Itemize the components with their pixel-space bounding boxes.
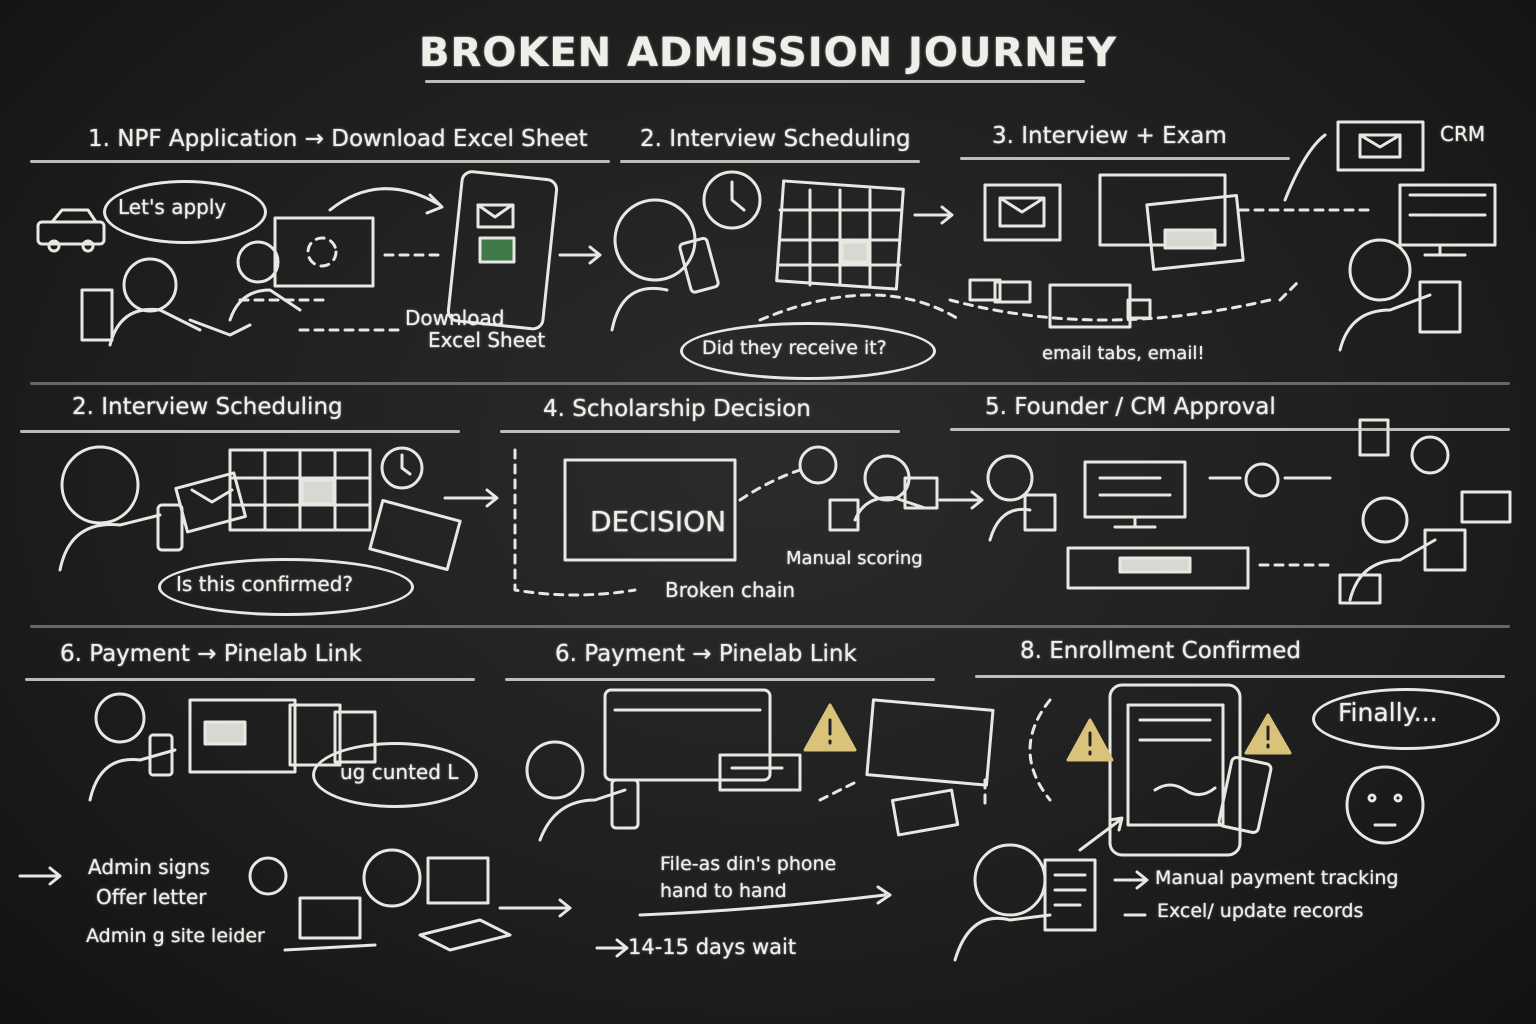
crm-computer: [1398, 183, 1497, 257]
is-this-confirmed-text: Is this confirmed?: [176, 572, 354, 596]
laptop-screen: [368, 498, 462, 572]
offer-letter-text: Offer letter: [96, 885, 207, 909]
email-card: [174, 471, 247, 534]
step-6-header-repeat: 6. Payment → Pinelab Link: [555, 641, 857, 667]
link-browser: [865, 698, 995, 837]
page-title: BROKEN ADMISSION JOURNEY: [419, 30, 1117, 76]
row-divider: [30, 382, 1510, 385]
divider: [30, 160, 610, 163]
divider: [950, 428, 1510, 431]
divider: [20, 430, 460, 433]
warning-icon-1: [803, 703, 857, 752]
timer-icon: [1244, 462, 1280, 498]
download-label: Download: [405, 306, 505, 330]
step-2-header: 2. Interview Scheduling: [640, 126, 911, 152]
divider: [25, 678, 475, 681]
scoring-staff: [798, 445, 939, 532]
student-figure-1: [80, 257, 202, 347]
calendar-icon: [775, 179, 905, 291]
file-phone-text: File-as din's phone: [660, 853, 837, 875]
payment-browser: [603, 688, 802, 792]
person-with-phone: [525, 740, 640, 842]
crm-label: CRM: [1440, 122, 1486, 146]
warning-icon-3: [1244, 713, 1292, 755]
divider: [500, 430, 900, 433]
approval-monitor: [1083, 460, 1187, 529]
step-3-header: 3. Interview + Exam: [992, 123, 1227, 149]
step-2-header-repeat: 2. Interview Scheduling: [72, 394, 343, 420]
step-5-header: 5. Founder / CM Approval: [985, 394, 1276, 420]
worried-staff-figure: [953, 843, 1097, 962]
step-4-header: 4. Scholarship Decision: [543, 396, 811, 422]
step-6-header: 6. Payment → Pinelab Link: [60, 641, 362, 667]
excel-sheet-label: Excel Sheet: [428, 328, 546, 352]
divider: [620, 160, 920, 163]
lets-apply-text: Let's apply: [118, 195, 227, 219]
bubble-scribble-text: ug cunted L: [340, 760, 459, 784]
admin-signs-text: Admin signs: [88, 855, 210, 879]
row-divider: [30, 625, 1510, 628]
email-tabs-text: email tabs, email!: [1042, 343, 1205, 364]
decision-text: DECISION: [590, 505, 727, 538]
approval-person: [986, 454, 1057, 542]
speech-bubble: [680, 322, 936, 380]
worried-person-phone: [610, 198, 720, 332]
browser-window-icon: [1098, 173, 1245, 272]
email-screens: [968, 278, 1152, 329]
broken-chain-text: Broken chain: [665, 578, 796, 602]
crm-email-icon: [1336, 120, 1425, 172]
divider: [960, 157, 1290, 160]
did-they-receive-text: Did they receive it?: [702, 337, 887, 359]
cm-figure: [1338, 496, 1467, 605]
days-wait-text: 14-15 days wait: [628, 935, 797, 959]
step-1-header: 1. NPF Application → Download Excel Shee…: [88, 126, 588, 152]
admin-desk-figure: [283, 848, 512, 952]
manual-payment-text: Manual payment tracking: [1155, 867, 1399, 889]
hand-to-hand-text: hand to hand: [660, 880, 787, 902]
car-icon: [36, 208, 106, 253]
payment-monitors: [188, 698, 377, 774]
person-at-computer: [188, 216, 375, 337]
title-underline: [425, 80, 1085, 83]
speech-bubble: [1312, 688, 1500, 750]
schedule-grid: [228, 448, 372, 532]
excel-update-text: Excel/ update records: [1157, 900, 1364, 922]
admin-site-leader-text: Admin g site leider: [86, 925, 265, 947]
step-8-header: 8. Enrollment Confirmed: [1020, 638, 1302, 664]
clock-icon-2: [380, 446, 424, 490]
warning-icon-2: [1066, 718, 1114, 762]
stressed-person-phone: [58, 445, 184, 572]
divider: [505, 678, 935, 681]
finally-text: Finally...: [1338, 698, 1438, 727]
phone-email-icon: [446, 170, 559, 331]
admin-face-icon: [248, 856, 288, 896]
monitor-email-icon: [983, 183, 1062, 242]
enrollment-tablet: [1108, 683, 1242, 857]
payment-person: [88, 692, 177, 802]
manual-scoring-text: Manual scoring: [786, 548, 923, 569]
clock-icon: [702, 170, 762, 230]
speech-bubble: [312, 742, 478, 808]
speech-bubble: [103, 180, 267, 244]
relieved-face-icon: [1345, 765, 1425, 845]
founder-figure: [1358, 418, 1512, 524]
approval-desk: [1066, 546, 1250, 590]
speech-bubble: [158, 558, 414, 616]
decision-monitor: [563, 458, 737, 562]
divider: [975, 675, 1505, 678]
crm-staff-figure: [1338, 238, 1462, 352]
